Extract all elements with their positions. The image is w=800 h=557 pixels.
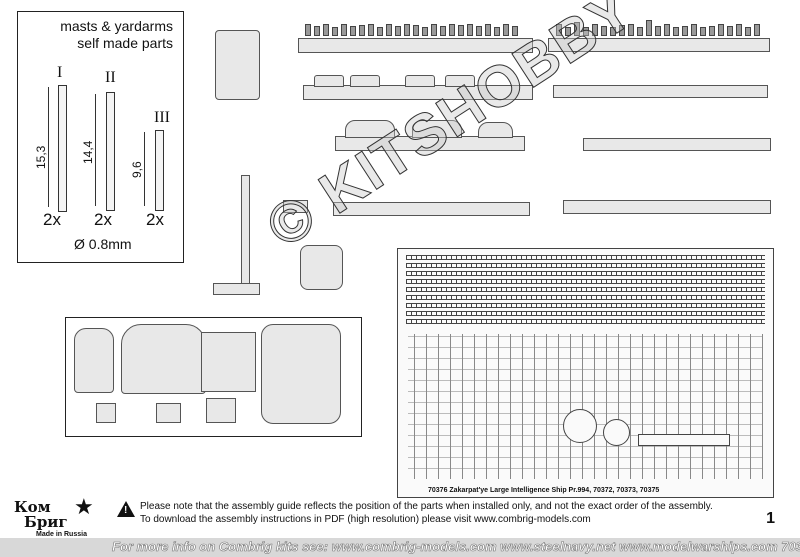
- part-iii-qty: 2x: [146, 210, 164, 229]
- warning-icon: !: [117, 501, 135, 517]
- masts-title-line1: masts & yardarms: [60, 18, 173, 34]
- radar-dome: [300, 245, 343, 290]
- sprue-fittings-4: [583, 138, 771, 151]
- etched-circle-2: [603, 419, 630, 446]
- small-part: [283, 200, 308, 213]
- sprue-fittings-3: [553, 85, 768, 98]
- etched-railing: [406, 255, 765, 260]
- bridge-part: [261, 324, 341, 424]
- boat-4: [445, 75, 475, 87]
- footer-text: For more info on Combrig kits see: www.c…: [112, 539, 800, 555]
- mast-rod-i: [58, 85, 67, 212]
- sprue-fittings-2: [548, 38, 770, 52]
- hull-assembly-panel: [65, 317, 362, 437]
- sprue-fittings-1: [298, 38, 533, 53]
- assembly-notice: Please note that the assembly guide refl…: [140, 500, 713, 526]
- etched-railing: [406, 303, 765, 308]
- funnel-part: [215, 30, 260, 100]
- superstructure-part: [201, 332, 256, 392]
- notice-line2: To download the assembly instructions in…: [140, 514, 591, 525]
- hull-part-1: [74, 328, 114, 393]
- small-fitting-1: [96, 403, 116, 423]
- warning-glyph: !: [124, 505, 128, 516]
- sprue-fittings-2-items: [556, 20, 760, 36]
- sprue-fittings-6: [563, 200, 771, 214]
- sprue-fittings-1-items: [305, 24, 518, 36]
- etched-railing: [406, 279, 765, 284]
- dimension-line-iii: [144, 132, 145, 206]
- photo-etch-fret: 70376 Zakarpat'ye Large Intelligence Shi…: [397, 248, 774, 498]
- part-ii-qty: 2x: [94, 210, 112, 229]
- dimension-line-i: [48, 87, 49, 207]
- mast-part: [241, 175, 250, 290]
- part-iii-label: III: [154, 109, 170, 126]
- logo-line1: Ком: [14, 498, 51, 516]
- notice-line1: Please note that the assembly guide refl…: [140, 501, 713, 512]
- part-ii-label: II: [105, 69, 116, 86]
- launch-2: [412, 120, 462, 138]
- part-i-qty: 2x: [43, 210, 61, 229]
- mast-rod-iii: [155, 130, 164, 211]
- logo-subtitle: Made in Russia: [36, 531, 87, 538]
- rod-diameter: Ø 0.8mm: [74, 236, 132, 252]
- deck-part: [121, 324, 206, 394]
- etched-ladder: [638, 434, 730, 446]
- masts-yardarms-panel: masts & yardarms self made parts I 15,3 …: [17, 11, 184, 263]
- logo-line2: Бриг: [24, 513, 68, 531]
- fret-caption: 70376 Zakarpat'ye Large Intelligence Shi…: [428, 487, 660, 494]
- sprue-fittings-5: [333, 202, 530, 216]
- etched-railing: [406, 319, 765, 324]
- part-ii-length: 14,4: [81, 140, 95, 164]
- mast-rod-ii: [106, 92, 115, 211]
- page-number: 1: [766, 510, 775, 527]
- masts-title-line2: self made parts: [77, 35, 173, 51]
- small-fitting-3: [206, 398, 236, 423]
- combrig-logo: Ком Бриг ★ Made in Russia: [14, 496, 104, 540]
- part-iii-length: 9,6: [130, 161, 144, 178]
- etched-details: [408, 334, 763, 479]
- etched-railing: [406, 311, 765, 316]
- masts-title: masts & yardarms self made parts: [60, 18, 173, 52]
- small-fitting-2: [156, 403, 181, 423]
- launch-3: [478, 122, 513, 138]
- part-i-length: 15,3: [34, 145, 48, 169]
- etched-railing: [406, 287, 765, 292]
- etched-railing: [406, 295, 765, 300]
- dimension-line-ii: [95, 94, 96, 206]
- footer-bar: For more info on Combrig kits see: www.c…: [0, 538, 800, 557]
- star-icon: ★: [74, 494, 94, 519]
- boat-1: [314, 75, 344, 87]
- launch-1: [345, 120, 395, 138]
- mast-base: [213, 283, 260, 295]
- part-i-label: I: [57, 64, 63, 81]
- etched-circle-1: [563, 409, 597, 443]
- boat-2: [350, 75, 380, 87]
- etched-railing: [406, 263, 765, 268]
- boat-3: [405, 75, 435, 87]
- etched-railing: [406, 271, 765, 276]
